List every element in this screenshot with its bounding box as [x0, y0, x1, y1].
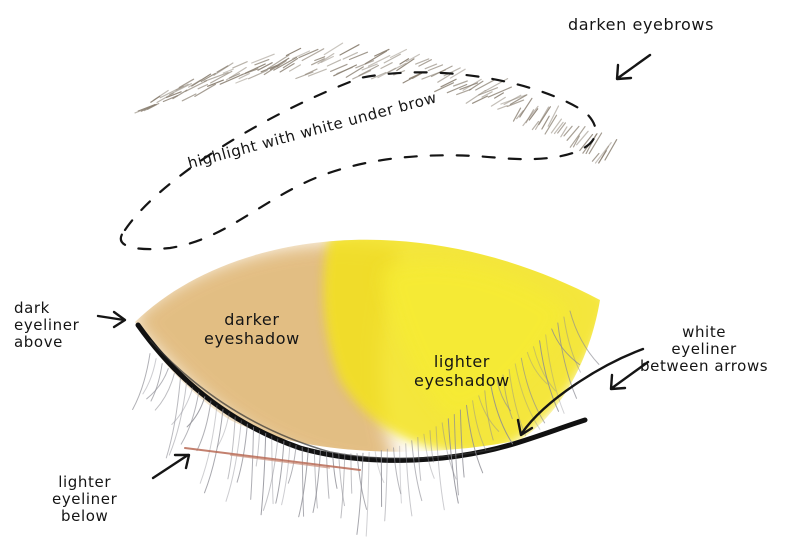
- label-darker-eyeshadow: darker eyeshadow: [204, 310, 300, 348]
- brow-hair: [233, 62, 247, 68]
- label-white-eyeliner-line2: eyeliner: [640, 341, 768, 358]
- label-lighter-eyeliner-line1: lighter: [52, 474, 117, 491]
- eyelash: [133, 354, 150, 410]
- eyelash: [256, 431, 259, 466]
- brow-hair: [391, 50, 407, 58]
- label-darken-eyebrows: darken eyebrows: [568, 16, 714, 33]
- brow-hair: [324, 43, 342, 55]
- brow-hair: [286, 48, 300, 55]
- brow-hair: [384, 54, 400, 63]
- brow-hair: [428, 65, 442, 71]
- label-white-eyeliner-line3: between arrows: [640, 358, 768, 375]
- label-lighter-eyeliner-line2: eyeliner: [52, 491, 117, 508]
- brow-hair: [170, 84, 192, 95]
- label-darker-eyeshadow-line2: eyeshadow: [204, 329, 300, 348]
- eyelash: [272, 436, 273, 503]
- brow-hair: [350, 52, 368, 59]
- eyelash: [406, 444, 412, 516]
- arrow-eyebrow: [618, 55, 650, 78]
- brow-hair: [381, 63, 392, 69]
- eyelash: [237, 424, 247, 482]
- eyelash: [151, 364, 162, 401]
- brow-hair: [491, 97, 505, 106]
- brow-hair: [327, 60, 340, 66]
- label-lighter-eyeliner: lighter eyeliner below: [52, 474, 117, 525]
- eyelash: [412, 441, 422, 501]
- eyelash: [302, 447, 303, 516]
- eyelash: [375, 452, 384, 483]
- brow-hair: [182, 94, 196, 101]
- brow-hair: [337, 68, 352, 74]
- eyelash: [187, 397, 205, 427]
- label-darker-eyeshadow-line1: darker: [204, 310, 300, 329]
- label-dark-eyeliner: dark eyeliner above: [14, 300, 79, 351]
- brow-hair: [536, 107, 549, 129]
- brow-hair: [564, 126, 572, 136]
- eyelash: [261, 434, 266, 515]
- label-lighter-eyeshadow: lighter eyeshadow: [414, 352, 510, 390]
- arrow-lighter-eyeliner: [153, 455, 188, 478]
- eyelash: [197, 401, 211, 451]
- brow-hair: [375, 49, 389, 56]
- eyelash: [327, 452, 330, 498]
- label-lighter-eyeshadow-line2: eyeshadow: [414, 371, 510, 390]
- eyelash: [169, 383, 186, 455]
- label-lighter-eyeliner-line3: below: [52, 508, 117, 525]
- brow-hair: [498, 106, 507, 110]
- eyelash: [217, 413, 229, 447]
- label-white-eyeliner: white eyeliner between arrows: [640, 324, 768, 375]
- label-dark-eyeliner-line1: dark: [14, 300, 79, 317]
- brow-hair: [545, 115, 556, 134]
- eyelash: [155, 374, 174, 411]
- label-dark-eyeliner-line3: above: [14, 334, 79, 351]
- brow-hair: [343, 53, 357, 60]
- brow-hair: [236, 78, 247, 83]
- label-dark-eyeliner-line2: eyeliner: [14, 317, 79, 334]
- label-lighter-eyeshadow-line1: lighter: [414, 352, 510, 371]
- eyelash: [276, 441, 284, 503]
- eyelash: [366, 453, 369, 537]
- label-white-eyeliner-line1: white: [640, 324, 768, 341]
- brow-hair: [435, 83, 454, 92]
- brow-hair: [539, 107, 551, 125]
- brow-hair: [176, 84, 188, 90]
- eyelash: [251, 428, 254, 500]
- brow-hair: [406, 54, 419, 61]
- brow-hair: [198, 85, 207, 89]
- eyelash: [400, 446, 402, 503]
